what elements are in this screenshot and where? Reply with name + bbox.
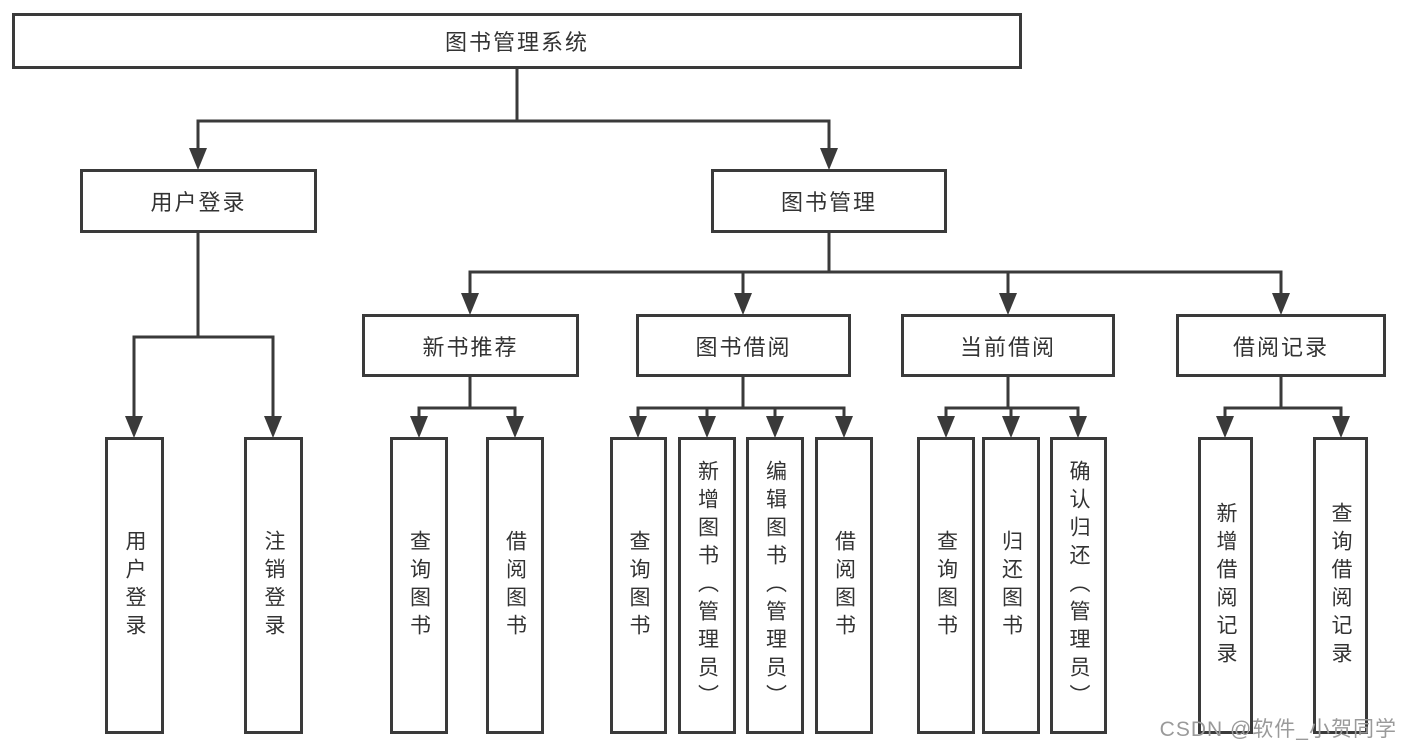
leaf-current-return-books-label: 归还图书 — [999, 529, 1023, 642]
leaf-borrow-edit-books-admin-label: 编辑图书（管理员） — [763, 459, 787, 712]
leaf-record-add-borrow-record-label: 新增借阅记录 — [1214, 501, 1237, 670]
leaf-current-confirm-return-admin: 确认归还（管理员） — [1050, 437, 1107, 734]
leaf-newbook-query-books: 查询图书 — [390, 437, 448, 734]
leaf-user-login-label: 用户登录 — [123, 529, 146, 642]
leaf-current-confirm-return-admin-label: 确认归还（管理员） — [1067, 459, 1090, 712]
leaf-newbook-borrow-books-label: 借阅图书 — [503, 529, 527, 642]
leaf-user-login: 用户登录 — [105, 437, 164, 734]
node-book-management: 图书管理 — [711, 169, 947, 233]
node-borrow-record-label: 借阅记录 — [1232, 334, 1329, 360]
leaf-borrow-query-books: 查询图书 — [610, 437, 667, 734]
node-book-borrow: 图书借阅 — [636, 314, 851, 377]
node-new-book-recommend-label: 新书推荐 — [422, 334, 519, 360]
leaf-newbook-borrow-books: 借阅图书 — [486, 437, 544, 734]
node-current-borrow: 当前借阅 — [901, 314, 1115, 377]
node-user-login: 用户登录 — [80, 169, 317, 233]
leaf-current-query-books-label: 查询图书 — [934, 529, 958, 642]
leaf-borrow-borrow-books: 借阅图书 — [815, 437, 873, 734]
leaf-borrow-add-books-admin: 新增图书（管理员） — [678, 437, 736, 734]
leaf-newbook-query-books-label: 查询图书 — [407, 529, 431, 642]
leaf-record-query-borrow-record-label: 查询借阅记录 — [1329, 501, 1352, 670]
leaf-current-return-books: 归还图书 — [982, 437, 1040, 734]
leaf-record-query-borrow-record: 查询借阅记录 — [1313, 437, 1368, 734]
node-root-label: 图书管理系统 — [444, 30, 589, 55]
arrowheads — [125, 148, 1350, 438]
leaf-record-add-borrow-record: 新增借阅记录 — [1198, 437, 1253, 734]
csdn-watermark: CSDN @软件_小贺同学 — [1159, 718, 1397, 741]
node-book-borrow-label: 图书借阅 — [695, 334, 792, 360]
node-user-login-label: 用户登录 — [150, 190, 247, 215]
node-book-management-label: 图书管理 — [780, 190, 877, 215]
leaf-borrow-query-books-label: 查询图书 — [627, 529, 650, 642]
node-new-book-recommend: 新书推荐 — [362, 314, 579, 377]
leaf-borrow-edit-books-admin: 编辑图书（管理员） — [746, 437, 804, 734]
node-current-borrow-label: 当前借阅 — [959, 334, 1056, 360]
leaf-borrow-add-books-admin-label: 新增图书（管理员） — [695, 459, 719, 712]
node-borrow-record: 借阅记录 — [1176, 314, 1386, 377]
node-root: 图书管理系统 — [12, 13, 1022, 69]
leaf-borrow-borrow-books-label: 借阅图书 — [832, 529, 856, 642]
leaf-logout-label: 注销登录 — [262, 529, 285, 642]
leaf-current-query-books: 查询图书 — [917, 437, 975, 734]
leaf-logout: 注销登录 — [244, 437, 303, 734]
